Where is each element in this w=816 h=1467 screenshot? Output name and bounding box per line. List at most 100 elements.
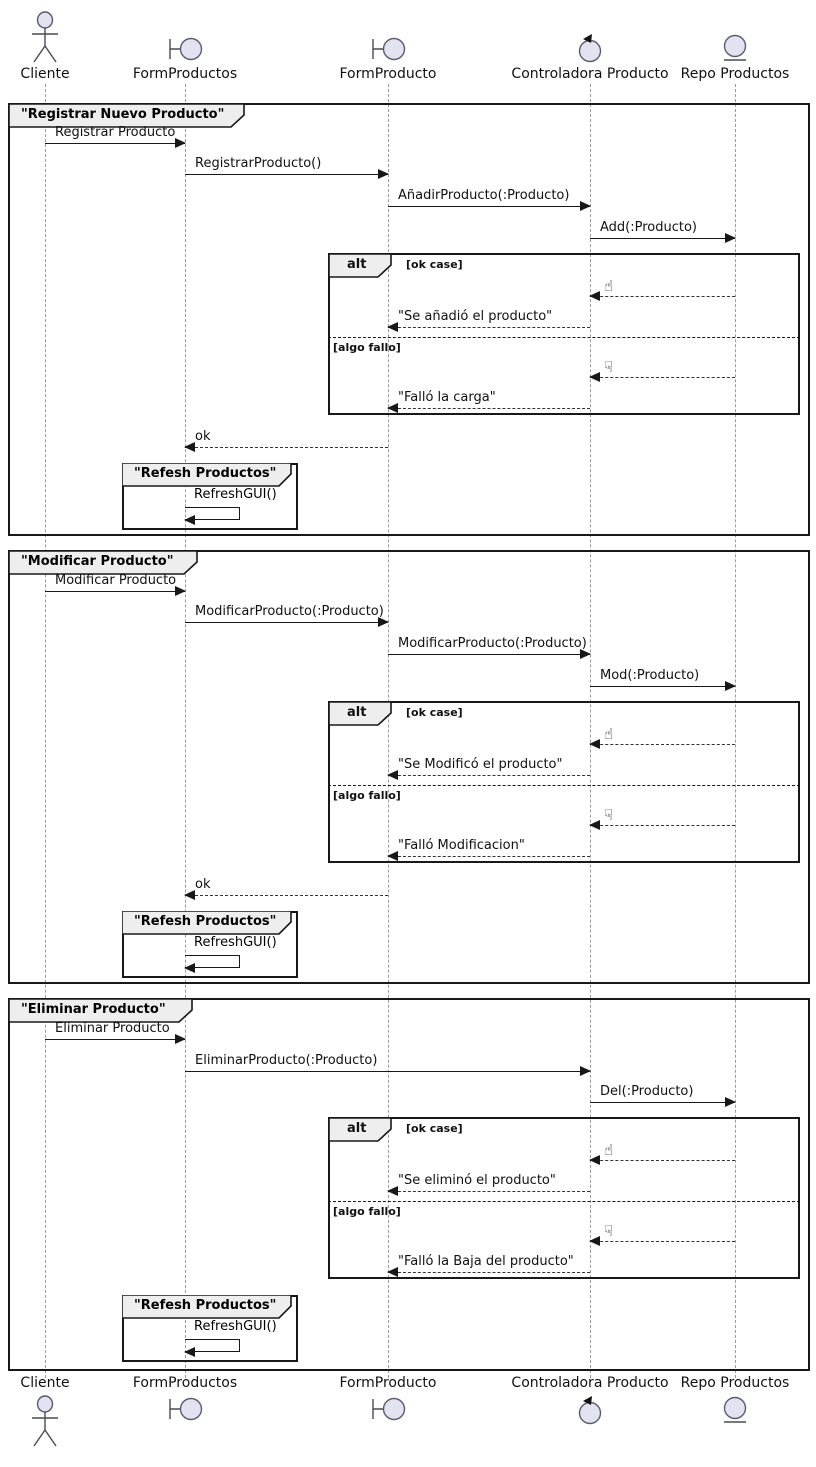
participant-label: Repo Productos [680,66,790,82]
arrowhead-icon [184,514,195,525]
participant-label: Cliente [20,1375,70,1391]
arrowhead-icon [387,1186,398,1197]
message-label: EliminarProducto(:Producto) [195,1053,378,1068]
participant-label: FormProducto [339,1375,437,1391]
message-label: "Se eliminó el producto" [398,1173,556,1188]
frame-eliminar-producto [8,998,810,1371]
alt-fragment [328,701,800,863]
arrowhead-icon [589,291,600,302]
arrowhead-icon [725,681,736,692]
message-modificarproducto-1: ModificarProducto(:Producto) [185,604,389,628]
refresh-title-tab [122,1295,292,1319]
participant-cliente-bottom: Cliente [0,1375,105,1447]
return-thumbs-down: ☟ [589,1222,735,1247]
refresh-title: "Refesh Productos" [134,914,277,929]
return-ok: ok [184,877,388,901]
message-label: ok [195,429,211,444]
arrowhead-icon [387,851,398,862]
self-message-refreshgui [184,1339,240,1357]
message-eliminar-producto: Eliminar Producto [45,1021,186,1045]
guard-algo-fallo: [algo fallo] [333,341,401,354]
message-label: ModificarProducto(:Producto) [195,604,384,619]
guard-ok-case: [ok case] [406,706,463,719]
return-thumbs-up: ☝ [589,1141,735,1166]
frame-modificar-producto [8,550,810,984]
refresh-message-label: RefreshGUI() [194,487,277,502]
guard-algo-fallo: [algo fallo] [333,789,401,802]
return-thumbs-up: ☝ [589,725,735,750]
return-fail-reply: "Falló la Baja del producto" [387,1254,590,1278]
arrowhead-icon [580,1066,591,1077]
message-anadirproducto: AñadirProducto(:Producto) [388,188,591,212]
message-label: AñadirProducto(:Producto) [398,188,570,203]
return-ok-reply: "Se añadió el producto" [387,309,590,333]
message-label: Mod(:Producto) [600,668,700,683]
guard-ok-case: [ok case] [406,258,463,271]
participant-label: Controladora Producto [511,1375,669,1391]
alt-keyword-tab [328,1117,392,1142]
participant-cliente-top: Cliente [0,2,105,82]
actor-icon [32,1395,58,1447]
thumbs-up-icon: ☝ [604,725,614,743]
participant-formproducto-bottom: FormProducto [328,1375,448,1423]
alt-keyword: alt [347,705,367,720]
message-registrar-producto: Registrar Producto [45,125,186,149]
arrowhead-icon [580,201,591,212]
return-fail-reply: "Falló Modificacion" [387,838,590,862]
alt-fragment [328,253,800,415]
message-registrarproducto: RegistrarProducto() [185,156,389,180]
lifeline-cliente [45,84,46,1378]
thumbs-down-icon: ☟ [604,1222,614,1240]
actor-icon [32,11,58,63]
message-modificarproducto-2: ModificarProducto(:Producto) [388,636,591,660]
message-label: RegistrarProducto() [195,156,322,171]
refresh-title: "Refesh Productos" [134,1298,277,1313]
alt-keyword: alt [347,257,367,272]
message-mod-producto: Mod(:Producto) [590,668,736,692]
entity-icon [723,34,747,61]
entity-icon [723,1396,747,1423]
participant-repo-bottom: Repo Productos [655,1375,815,1425]
refresh-title: "Refesh Productos" [134,466,277,481]
participant-label: Controladora Producto [511,66,669,82]
arrowhead-icon [589,739,600,750]
arrowhead-icon [175,1034,186,1045]
message-label: ok [195,877,211,892]
participant-label: FormProductos [132,66,238,82]
participant-label: Repo Productos [680,1375,790,1391]
alt-fragment [328,1117,800,1279]
frame-title: "Modificar Producto" [21,554,174,569]
message-label: Registrar Producto [55,125,176,140]
arrowhead-icon [378,169,389,180]
thumbs-down-icon: ☟ [604,358,614,376]
arrowhead-icon [589,372,600,383]
participant-controladora-top: Controladora Producto [510,2,670,82]
participant-label: Cliente [20,66,70,82]
message-label: Add(:Producto) [600,220,698,235]
return-ok-reply: "Se eliminó el producto" [387,1173,590,1197]
arrowhead-icon [184,442,195,453]
refresh-title-tab [122,463,292,487]
self-message-refreshgui [184,507,240,525]
message-label: "Falló la carga" [398,390,496,405]
message-modificar-producto: Modificar Producto [45,573,186,597]
frame-title-tab [8,550,198,575]
return-thumbs-down: ☟ [589,806,735,831]
participant-formproducto-top: FormProducto [328,2,448,82]
frame-title: "Eliminar Producto" [21,1002,166,1017]
arrowhead-icon [387,403,398,414]
arrowhead-icon [378,617,389,628]
lifeline-formproducto [388,84,389,1378]
boundary-icon [372,1397,406,1421]
lifeline-repo-productos [735,84,736,1378]
arrowhead-icon [387,1267,398,1278]
participant-formproductos-bottom: FormProductos [125,1375,245,1423]
frame-title-tab [8,103,245,128]
return-thumbs-up: ☝ [589,277,735,302]
message-label: ModificarProducto(:Producto) [398,636,587,651]
message-add-producto: Add(:Producto) [590,220,736,244]
boundary-icon [372,37,406,61]
arrowhead-icon [725,233,736,244]
return-ok-reply: "Se Modificó el producto" [387,757,590,781]
